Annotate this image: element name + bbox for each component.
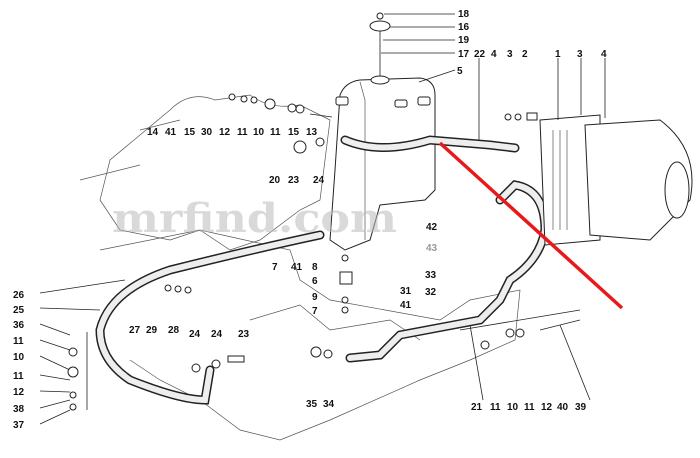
oil-radiator: [539, 114, 693, 246]
callout: 17: [458, 49, 470, 60]
callout: 23: [288, 175, 300, 186]
leader-lines: [39, 13, 606, 425]
callout: 28: [168, 325, 180, 336]
callout: 24: [211, 329, 223, 340]
small-parts: [67, 93, 581, 411]
callout: 27: [129, 325, 141, 336]
callout: 11: [13, 336, 24, 347]
callout: 10: [507, 402, 519, 413]
callout: 42: [426, 222, 438, 233]
callout: 8: [312, 262, 318, 273]
callout: 3: [577, 49, 583, 60]
callout: 20: [269, 175, 281, 186]
callout: 12: [541, 402, 553, 413]
callout: 41: [291, 262, 303, 273]
callout: 25: [13, 305, 25, 316]
red-strike-line: [438, 141, 624, 310]
callout-labels: 18 16 19 17 22 5 4 3 2 1 3 4 14 41 15 30…: [13, 9, 607, 431]
callout: 15: [184, 127, 196, 138]
callout: 32: [425, 287, 437, 298]
callout: 13: [306, 127, 318, 138]
callout: 18: [458, 9, 470, 20]
callout: 24: [189, 329, 201, 340]
callout: 34: [323, 399, 335, 410]
callout: 2: [522, 49, 528, 60]
callout: 33: [425, 270, 437, 281]
callout: 35: [306, 399, 318, 410]
callout: 7: [272, 262, 278, 273]
callout: 5: [457, 66, 463, 77]
expansion-tank: [329, 12, 436, 251]
callout: 24: [313, 175, 325, 186]
callout: 7: [312, 306, 318, 317]
callout: 31: [400, 286, 412, 297]
callout: 43: [426, 243, 438, 254]
callout: 21: [471, 402, 483, 413]
callout: 15: [288, 127, 300, 138]
callout: 29: [146, 325, 158, 336]
callout: 37: [13, 420, 25, 431]
callout: 4: [491, 49, 497, 60]
callout: 19: [458, 35, 470, 46]
callout: 10: [253, 127, 265, 138]
callout: 16: [458, 22, 470, 33]
callout: 41: [400, 300, 412, 311]
callout: 12: [219, 127, 231, 138]
callout: 1: [555, 49, 561, 60]
callout: 30: [201, 127, 213, 138]
callout: 38: [13, 404, 25, 415]
coolant-hoses: [95, 135, 581, 405]
callout: 11: [237, 127, 248, 138]
callout: 9: [312, 292, 318, 303]
callout: 14: [147, 127, 159, 138]
callout: 12: [13, 387, 25, 398]
callout: 26: [13, 290, 25, 301]
callout: 41: [165, 127, 177, 138]
callout: 11: [13, 371, 24, 382]
callout: 6: [312, 276, 318, 287]
callout: 3: [507, 49, 513, 60]
callout: 23: [238, 329, 250, 340]
callout: 11: [524, 402, 535, 413]
callout: 11: [490, 402, 501, 413]
callout: 11: [270, 127, 281, 138]
callout: 36: [13, 320, 25, 331]
callout: 22: [474, 49, 486, 60]
callout: 40: [557, 402, 569, 413]
callout: 4: [601, 49, 607, 60]
watermark: mrfind.com: [112, 195, 397, 242]
callout: 10: [13, 352, 25, 363]
callout: 39: [575, 402, 587, 413]
